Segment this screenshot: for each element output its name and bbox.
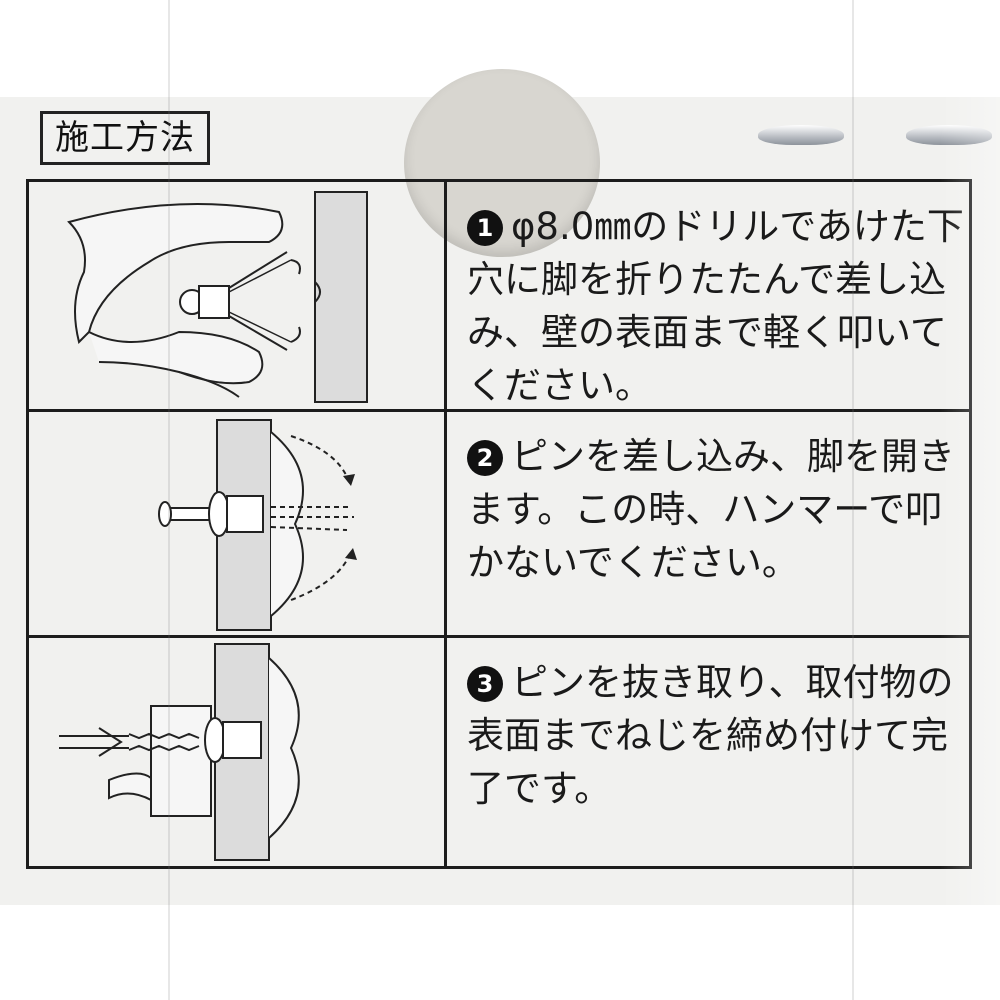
number-badge-icon: 2 (467, 440, 503, 476)
step-3-description: ピンを抜き取り、取付物の表面までねじを締め付けて完了です。 (467, 661, 954, 810)
step-1-illustration (29, 182, 447, 409)
shrink-wrap-seam (852, 0, 854, 1000)
hand-inserting-anchor-illustration (67, 191, 368, 403)
step-2-description: ピンを差し込み、脚を開きます。この時、ハンマーで叩かないでください。 (467, 435, 955, 584)
step-2-illustration (29, 412, 447, 635)
step-3-illustration (29, 638, 447, 866)
number-badge-icon: 3 (467, 666, 503, 702)
metal-clip-icon (906, 125, 992, 145)
section-title: 施工方法 (40, 111, 210, 165)
pin-open-legs-illustration (158, 419, 357, 631)
metal-clip-icon (758, 125, 844, 145)
screw-tightening-illustration (59, 643, 300, 861)
number-badge-icon: 1 (467, 210, 503, 246)
step-1-description: φ8.0㎜のドリルであけた下穴に脚を折りたたんで差し込み、壁の表面まで軽く叩いて… (467, 205, 964, 407)
shrink-wrap-seam (168, 0, 170, 1000)
